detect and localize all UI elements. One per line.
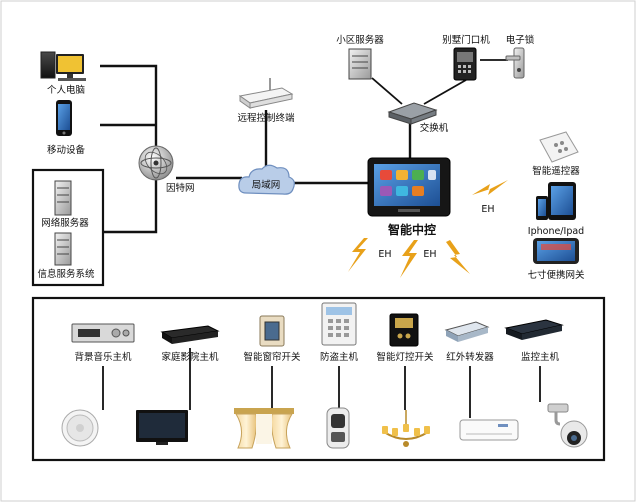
subsystem-frame [31,296,606,462]
lightning-icon-bottom-right [446,240,470,274]
dome-camera-icon [547,403,588,448]
lan-label: 局域网 [252,179,281,191]
mobile-label: 移动设备 [47,144,86,156]
lightning-icon-left [348,238,368,272]
e-lock-label: 电子锁 [506,34,535,46]
television-icon [136,410,188,445]
alarm-host-icon [321,302,357,346]
home-theater-host-icon [160,325,220,344]
eh-label-right: EH [481,204,494,215]
web-server-label: 网络服务器 [41,217,89,229]
villa-gate-label: 别墅门口机 [442,34,490,46]
monitor-host-icon [504,319,564,340]
light-switch-icon [389,313,419,347]
lan-cloud-icon [238,164,295,195]
info-system-label: 信息服务系统 [37,268,95,280]
remote-terminal-icon [238,78,294,109]
air-conditioner-icon [459,419,519,441]
remote-controller-label: 智能遥控器 [532,165,580,177]
e-lock-icon [505,47,525,79]
controller-icon [367,157,451,217]
switch-label: 交换机 [420,122,449,134]
ir-repeater-icon [444,321,490,342]
info-server-icon [54,232,72,266]
chandelier-icon [382,410,430,447]
curtain-icon [234,408,294,449]
internet-globe-icon [138,145,174,181]
subsystem-label-curtain: 智能窗帘开关 [243,351,301,363]
connection-lines [100,59,541,418]
subsystem-label-ir: 红外转发器 [446,351,494,363]
lightning-icon-mid [400,240,418,278]
iphone-ipad-label: Iphone/Ipad [528,226,584,237]
community-server-label: 小区服务器 [336,34,384,46]
motion-detector-icon [326,407,350,449]
remote-terminal-label: 远程控制终端 [237,112,295,124]
eh-label-left: EH [378,249,391,260]
eh-label-mid: EH [423,249,436,260]
bgm-host-icon [71,323,135,343]
subsystem-label-monitor: 监控主机 [521,351,560,363]
pc-icon [40,51,86,81]
internet-label: 因特网 [166,182,195,194]
community-server-icon [348,48,372,80]
curtain-switch-icon [259,315,285,347]
mobile-icon [56,100,72,136]
subsystem-label-light: 智能灯控开关 [376,351,434,363]
villa-gate-icon [453,47,477,81]
gateway-7inch-label: 七寸便携网关 [527,269,585,281]
subsystem-label-bgm: 背景音乐主机 [74,351,132,363]
gateway-7inch-icon [533,238,579,264]
subsystem-label-theater: 家庭影院主机 [161,351,219,363]
web-server-icon [54,180,72,216]
switch-icon [387,102,438,125]
ceiling-speaker-icon [61,409,99,447]
iphone-ipad-icon [536,182,576,220]
server-group-box [31,168,105,287]
controller-label: 智能中控 [387,222,436,237]
pc-label: 个人电脑 [47,84,85,96]
subsystem-label-alarm: 防盗主机 [320,351,359,363]
remote-controller-icon [539,131,579,163]
lightning-icon-right [472,180,508,195]
